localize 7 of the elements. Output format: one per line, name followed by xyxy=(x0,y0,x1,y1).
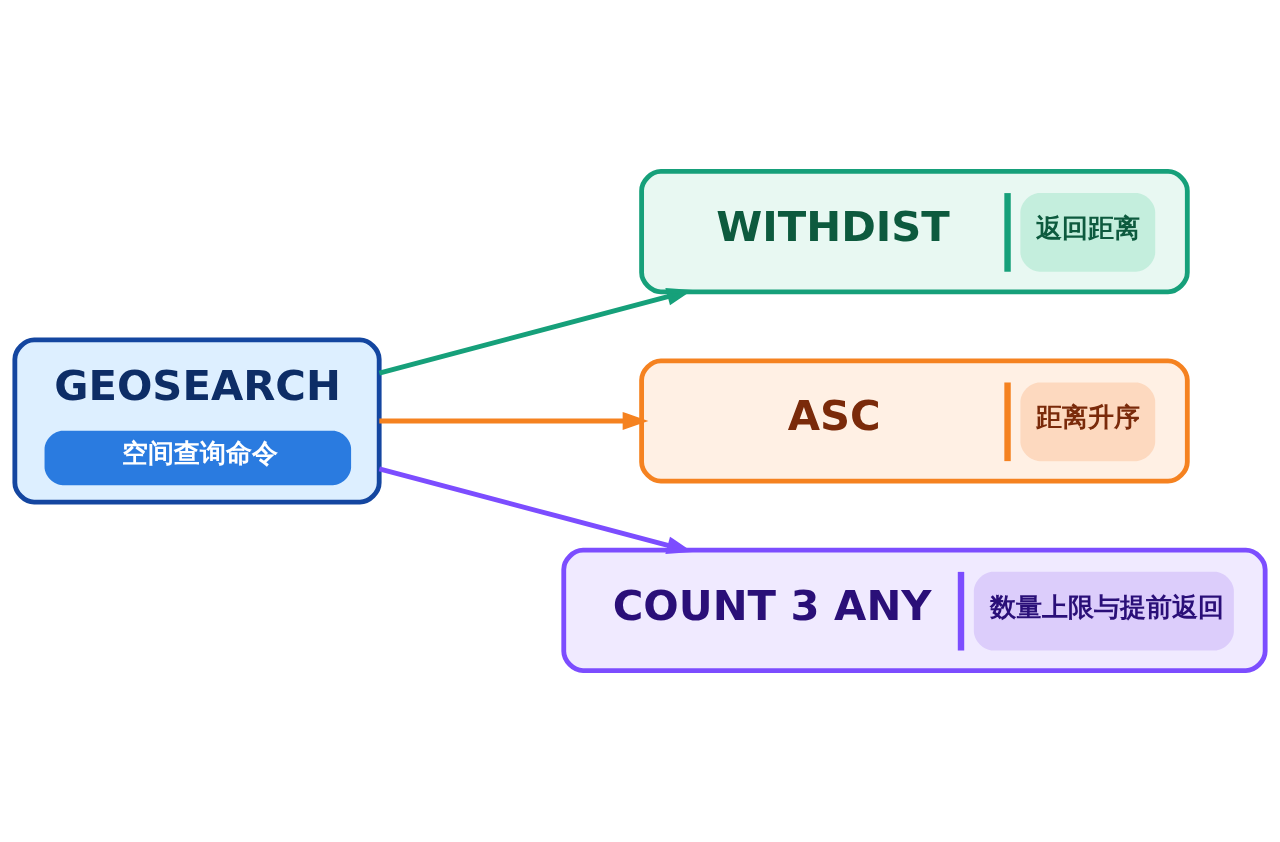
arrow xyxy=(378,287,693,376)
node-box: COUNT 3 ANY 数量上限与提前返回 xyxy=(561,547,1268,673)
node-box: GEOSEARCH 空间查询命令 xyxy=(12,337,382,505)
node-box: ASC 距离升序 xyxy=(639,358,1190,484)
node-box: WITHDIST 返回距离 xyxy=(639,169,1190,295)
arrow xyxy=(379,412,649,430)
arrow xyxy=(378,466,693,555)
